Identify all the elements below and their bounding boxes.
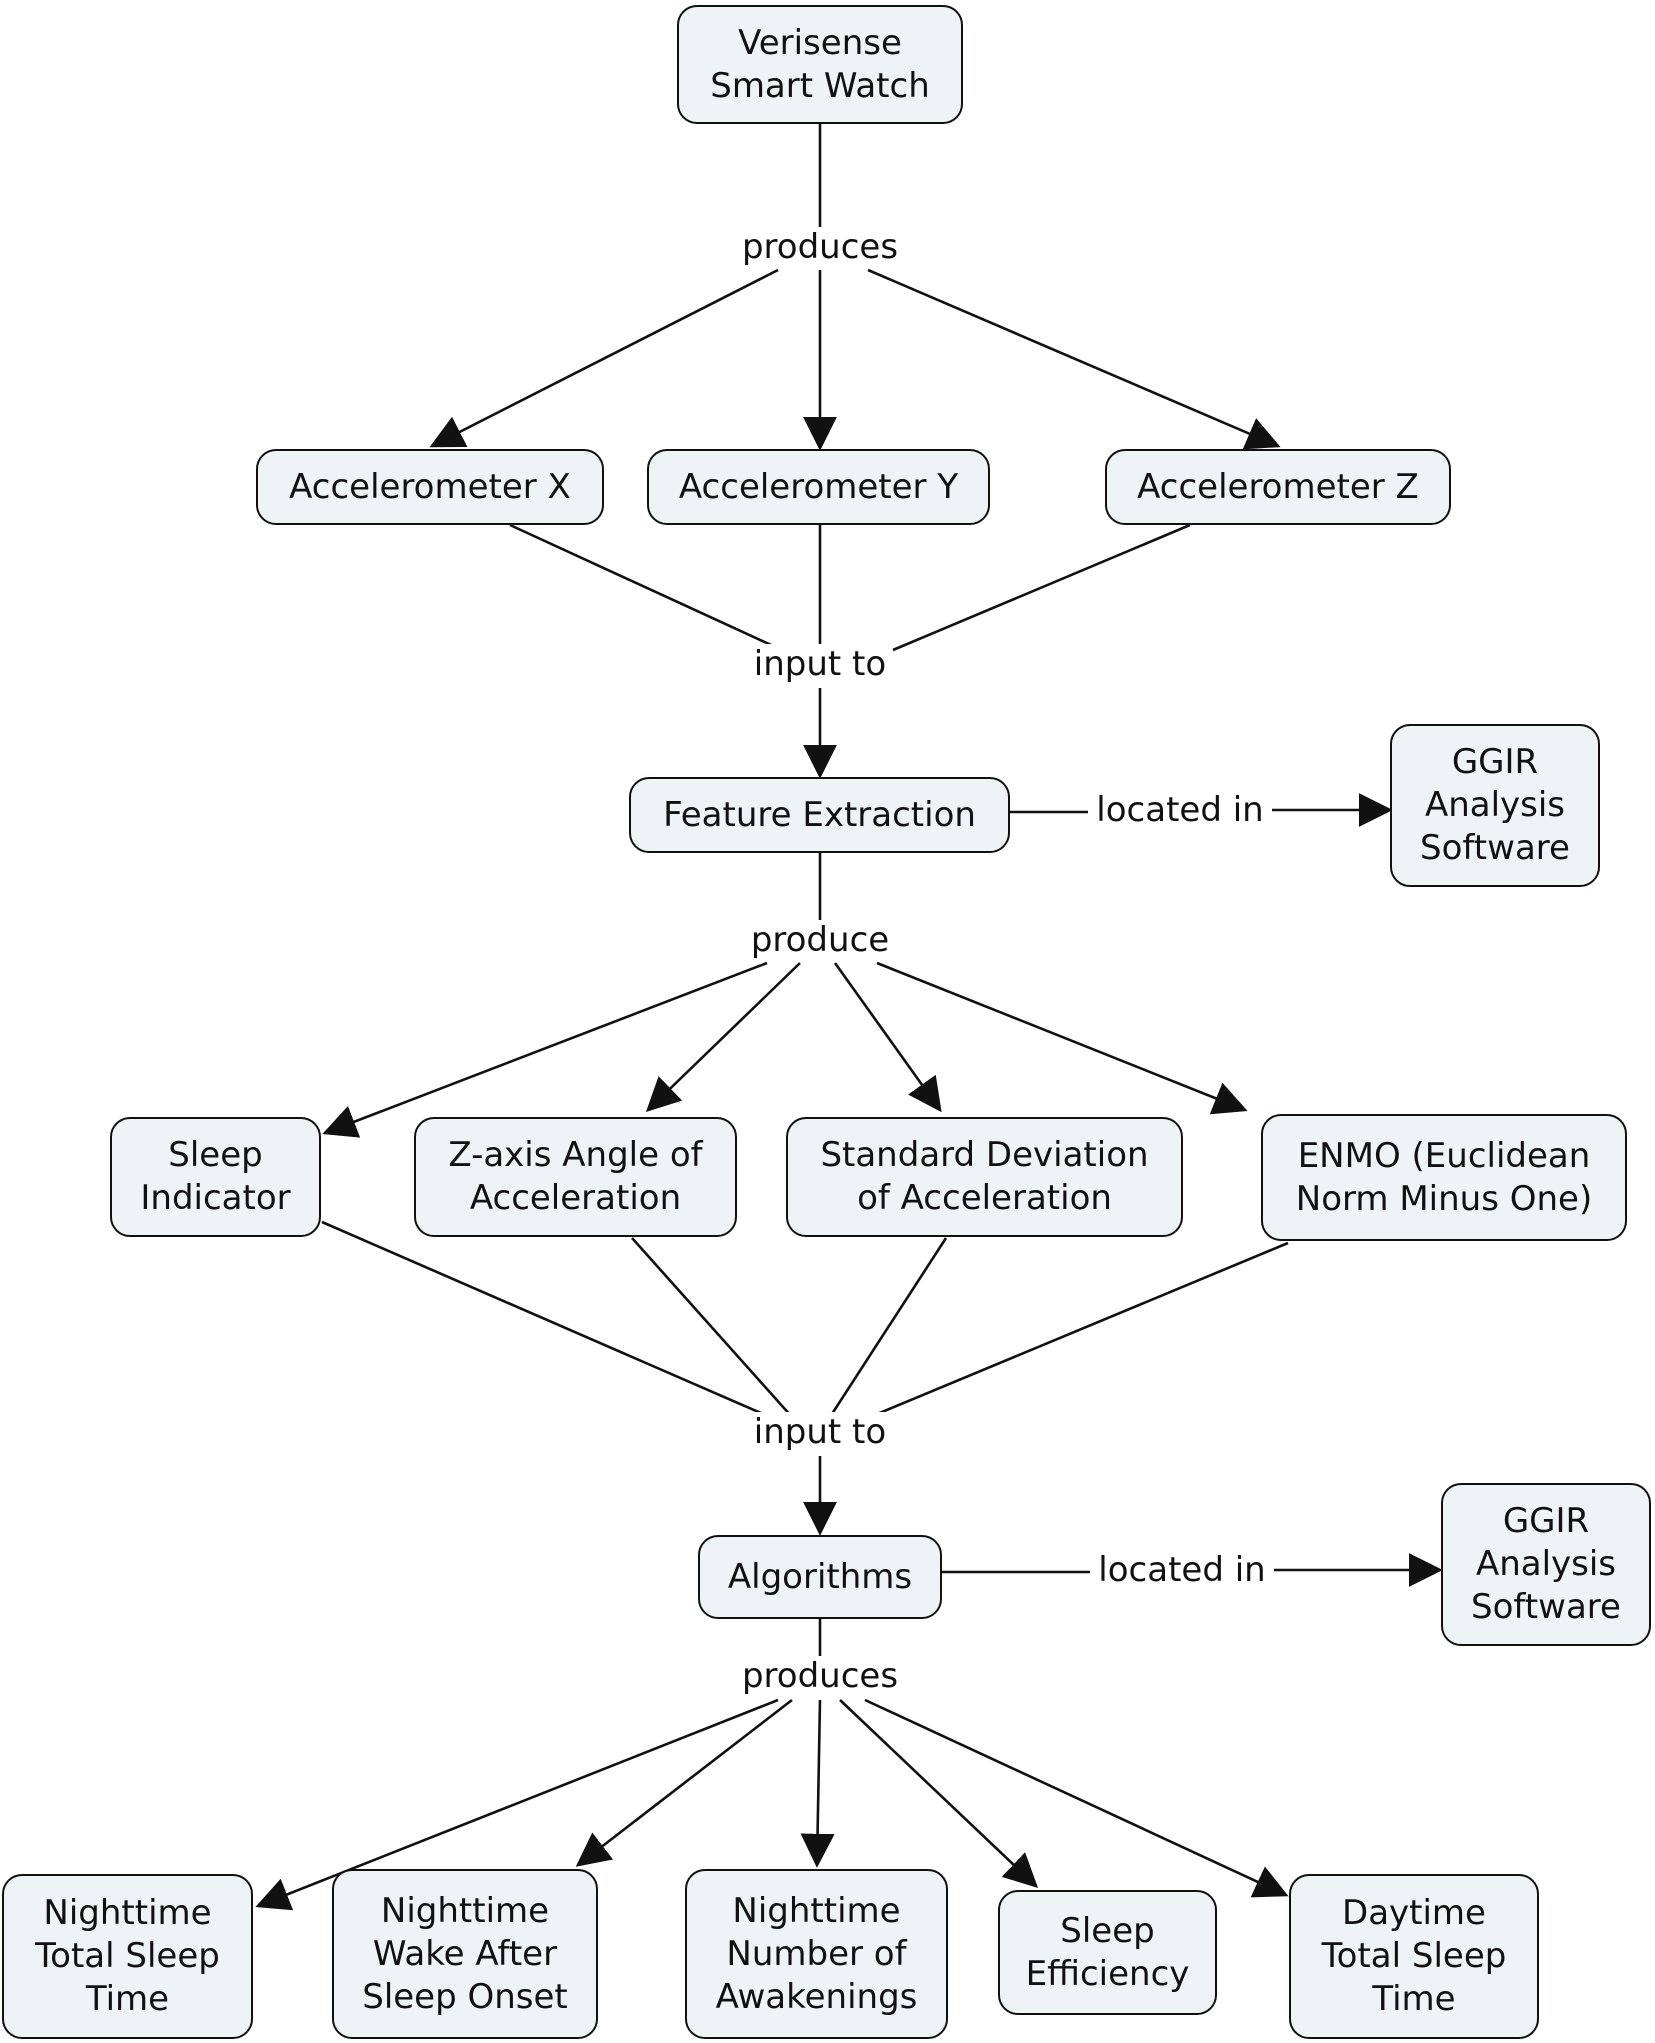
edge-produce-std-dev <box>833 962 942 1113</box>
edge-produce-z-angle <box>645 962 801 1112</box>
node-nighttime-total-sleep-time[interactable]: Nighttime Total Sleep Time <box>2 1874 253 2039</box>
node-sleep-indicator[interactable]: Sleep Indicator <box>110 1117 321 1237</box>
node-daytime-total-sleep-time[interactable]: Daytime Total Sleep Time <box>1289 1874 1539 2039</box>
link-produces-1: produces <box>737 227 903 267</box>
node-accelerometer-z[interactable]: Accelerometer Z <box>1105 449 1451 525</box>
edge-produces-night-waso <box>575 1698 793 1867</box>
node-nighttime-wake-after-sleep-onset[interactable]: Nighttime Wake After Sleep Onset <box>332 1869 598 2039</box>
node-z-axis-angle[interactable]: Z-axis Angle of Acceleration <box>414 1117 737 1237</box>
node-nighttime-number-of-awakenings[interactable]: Nighttime Number of Awakenings <box>685 1869 948 2039</box>
edge-produce-enmo <box>876 961 1248 1115</box>
link-produces-2: produces <box>737 1656 903 1696</box>
edge-accel-z-input <box>892 523 1191 652</box>
node-accelerometer-y[interactable]: Accelerometer Y <box>647 449 990 525</box>
link-located-in-2: located in <box>1094 1550 1270 1590</box>
edge-accel-x-input <box>509 523 783 652</box>
edge-z-angle-input <box>631 1237 793 1418</box>
node-ggir-analysis-software-1[interactable]: GGIR Analysis Software <box>1390 724 1600 887</box>
edge-produces-night-awakenings <box>800 1699 835 1868</box>
edge-enmo-input <box>869 1241 1289 1419</box>
node-ggir-analysis-software-2[interactable]: GGIR Analysis Software <box>1441 1483 1651 1646</box>
node-algorithms[interactable]: Algorithms <box>698 1535 942 1619</box>
link-located-in-1: located in <box>1092 790 1268 830</box>
link-input-to-1: input to <box>749 644 891 684</box>
link-input-to-2: input to <box>749 1412 891 1452</box>
node-feature-extraction[interactable]: Feature Extraction <box>629 777 1010 853</box>
node-verisense-smart-watch[interactable]: Verisense Smart Watch <box>677 5 963 124</box>
edge-produces-day-tst <box>864 1698 1289 1898</box>
edge-produces-sleep-efficiency <box>839 1699 1039 1888</box>
node-accelerometer-x[interactable]: Accelerometer X <box>256 449 604 525</box>
edge-sleep-indicator-input <box>321 1220 771 1419</box>
node-sleep-efficiency[interactable]: Sleep Efficiency <box>998 1890 1217 2015</box>
node-standard-deviation[interactable]: Standard Deviation of Acceleration <box>786 1117 1183 1237</box>
edge-std-dev-input <box>828 1237 948 1418</box>
edge-produce-sleep-indicator <box>322 961 768 1138</box>
edge-produces-accel-x <box>429 268 779 448</box>
link-produce: produce <box>746 920 894 960</box>
edge-produces-accel-z <box>867 268 1281 450</box>
node-enmo[interactable]: ENMO (Euclidean Norm Minus One) <box>1261 1114 1627 1241</box>
